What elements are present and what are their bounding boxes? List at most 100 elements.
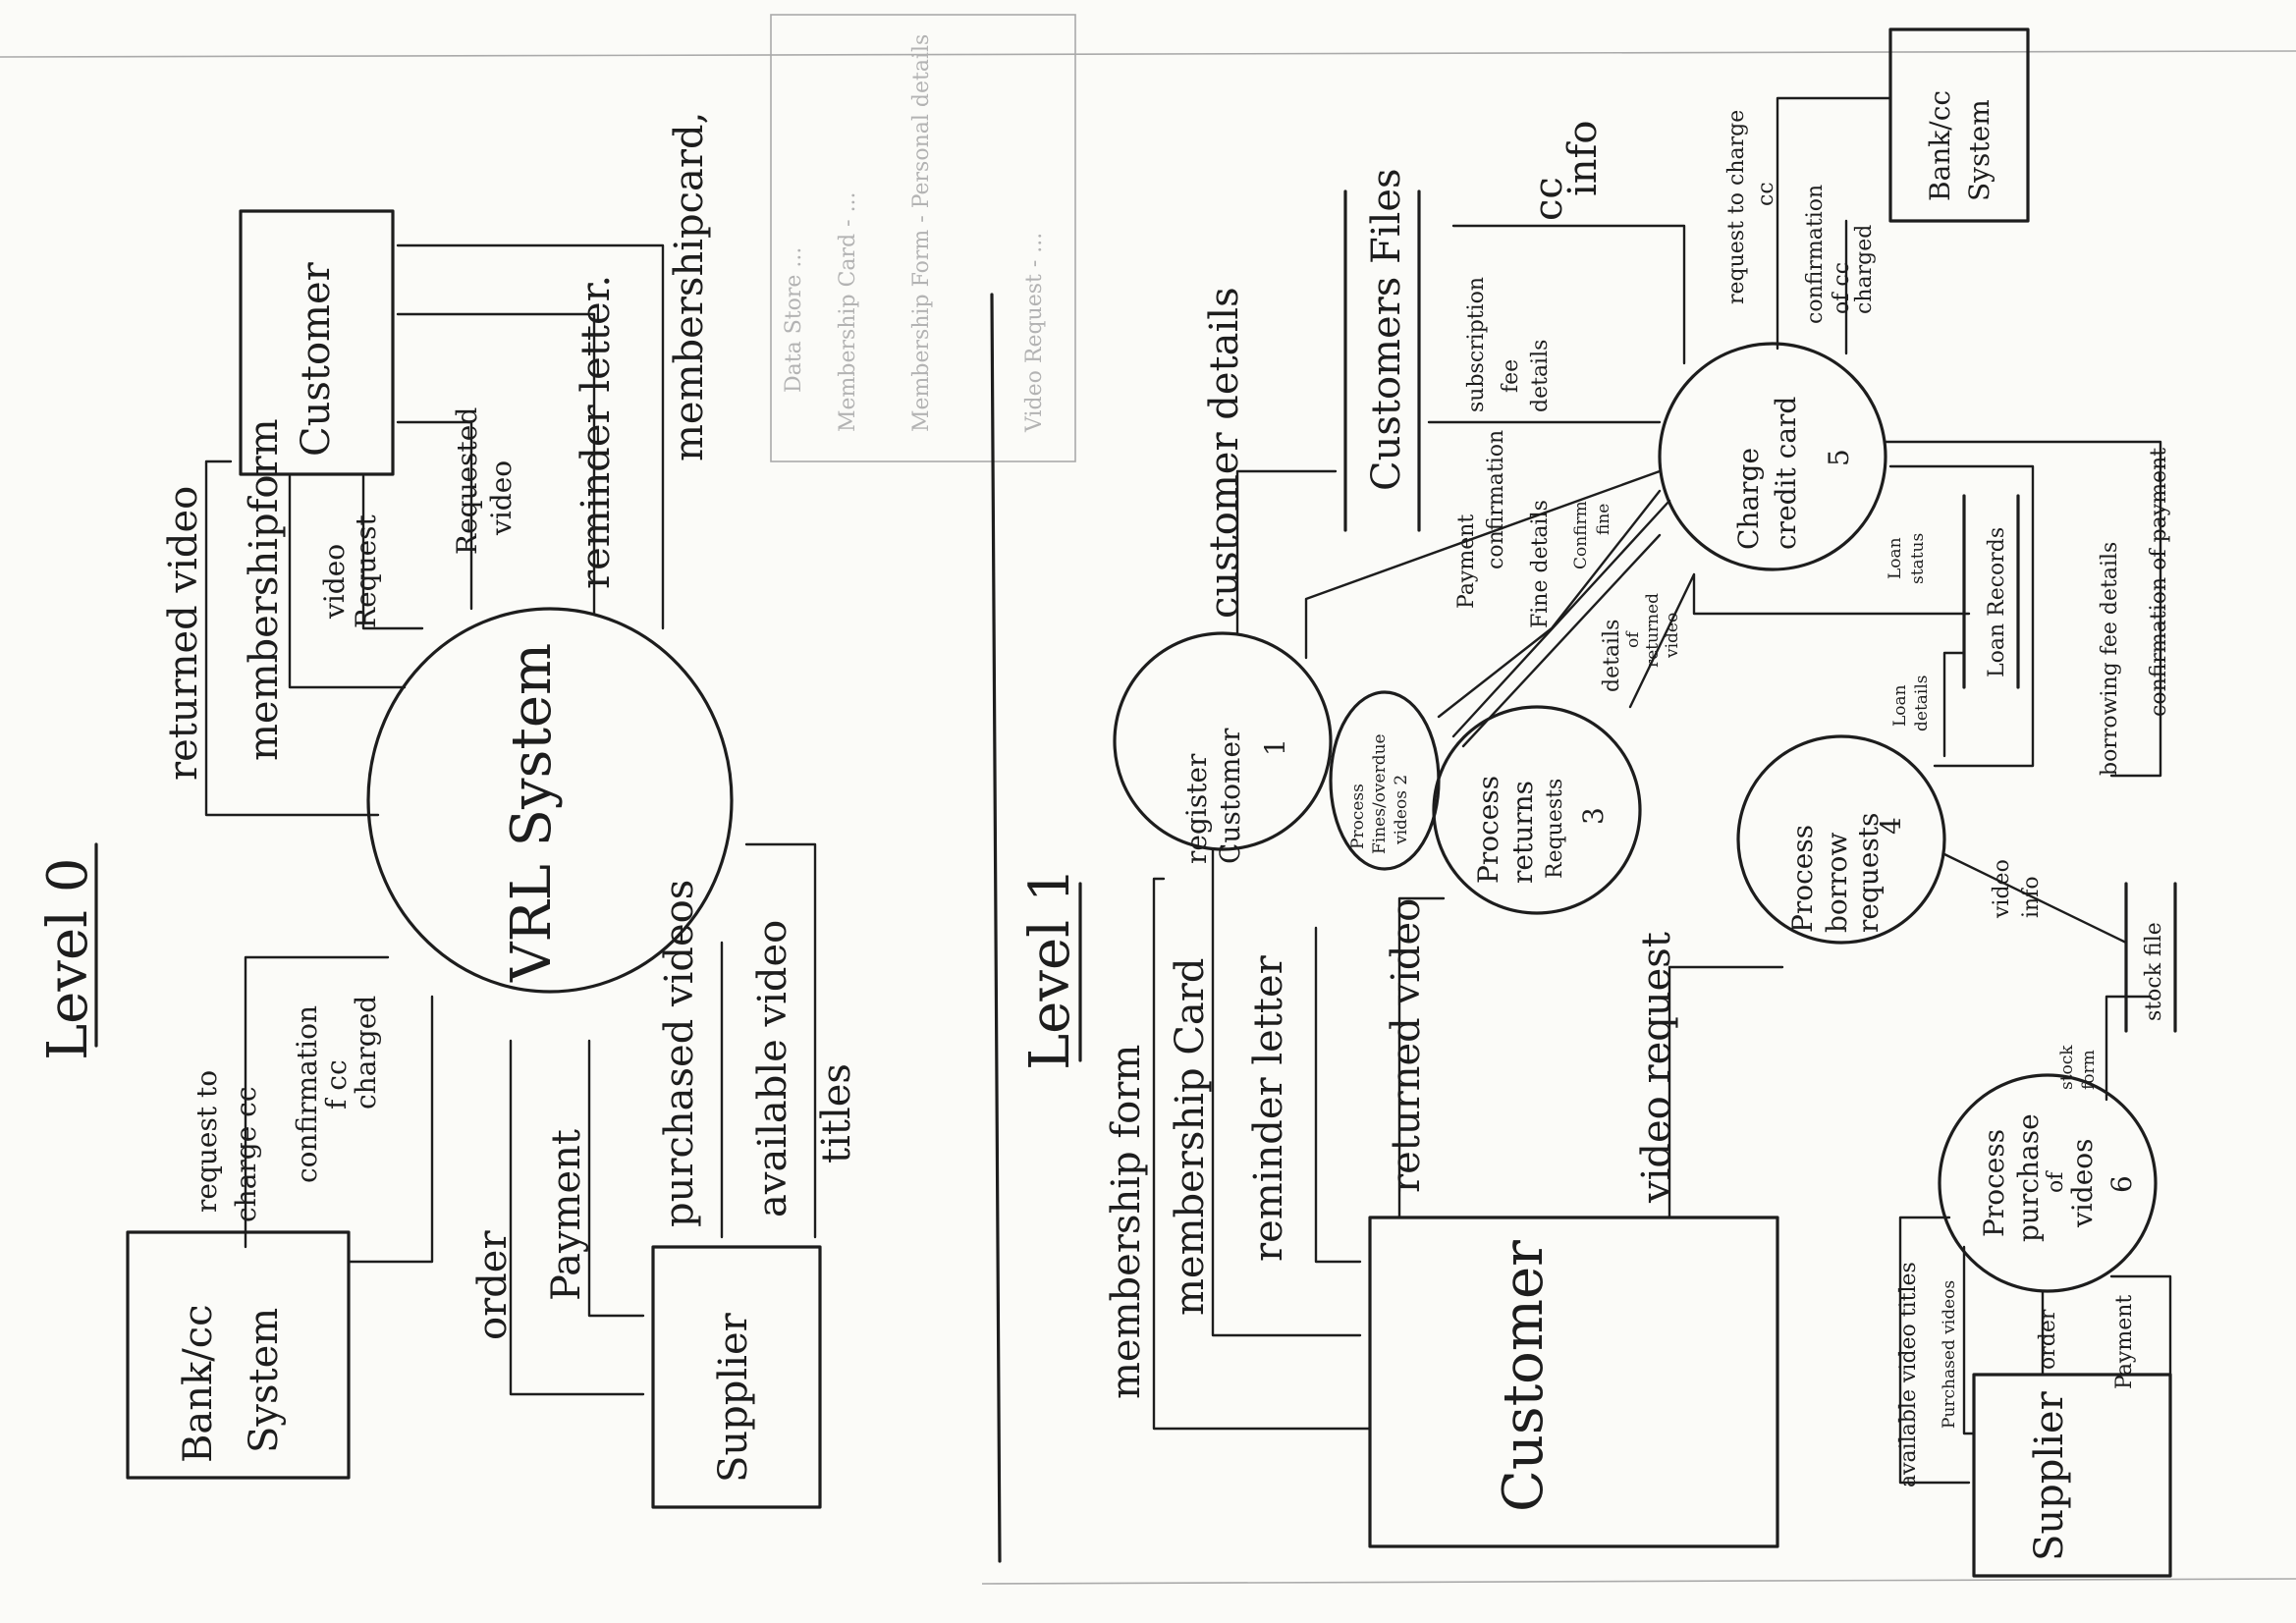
process-2-l1: Process xyxy=(1348,784,1368,849)
flow-l1-membership-card xyxy=(1211,847,1362,1337)
flow-l1-loan-status xyxy=(1628,572,1971,709)
flow-l1-subscription-l1: subscription xyxy=(1464,277,1489,412)
note-2: Membership Card - ... xyxy=(836,191,860,432)
flow-available-titles-l2: titles xyxy=(814,1063,859,1163)
level1-diagram: Level 1 register Customer 1 Process Fine… xyxy=(1018,27,2177,1578)
process-1-l3: 1 xyxy=(1259,738,1291,756)
process-3-l3: Requests xyxy=(1543,779,1567,879)
flow-order-label: order xyxy=(470,1230,516,1340)
flow-payment-label: Payment xyxy=(544,1129,589,1301)
supplier-entity-label: Supplier xyxy=(711,1312,756,1483)
flow-l1-purchased-videos-label: Purchased videos xyxy=(1940,1280,1959,1429)
flow-l1-video-info xyxy=(1942,852,2128,945)
flow-l1-request-charge-l2: cc xyxy=(1754,182,1778,206)
flow-reminder-letter xyxy=(396,312,596,616)
flow-l1-reminder-letter-label: reminder letter xyxy=(1246,954,1291,1262)
flow-membership-form-label: membershipform xyxy=(242,418,287,761)
level1-title: Level 1 xyxy=(1018,868,1082,1070)
flow-order xyxy=(509,1039,645,1396)
flow-request-charge-l1: request to xyxy=(191,1070,223,1213)
flow-confirmation-l1: confirmation xyxy=(291,1005,323,1183)
process-4 xyxy=(1736,734,1946,945)
flow-request-charge xyxy=(244,955,390,1249)
flow-l1-returned-video xyxy=(1397,896,1446,1219)
flow-requested-video xyxy=(396,420,473,611)
process-5 xyxy=(1658,342,1887,571)
flow-membership-card xyxy=(396,243,665,630)
flow-l1-borrowing-fee xyxy=(1888,464,2035,768)
flow-l1-subscription-l2: fee xyxy=(1499,359,1523,393)
process-6-l2: purchase xyxy=(2012,1113,2045,1242)
flow-video-request-l1: video xyxy=(318,544,351,620)
process-6-l1: Process xyxy=(1978,1129,2010,1237)
flow-l1-membership-card-label: membership Card xyxy=(1168,957,1213,1316)
process-4-l1: Process xyxy=(1786,825,1819,933)
flow-l1-fine-details-label: Fine details xyxy=(1528,500,1553,628)
flow-confirmation-l2: f cc xyxy=(320,1059,353,1109)
flow-l1-purchased-videos xyxy=(1962,1245,1976,1435)
supplier-entity-l1 xyxy=(1972,1373,2172,1578)
flow-l1-loan-details xyxy=(1942,651,1966,758)
flow-l1-membership-form-label: membership form xyxy=(1104,1045,1149,1399)
process-6-l4: videos xyxy=(2066,1139,2099,1229)
bank-entity-line1: Bank/cc xyxy=(176,1304,221,1463)
flow-l1-confirmation-payment-label: confirmation of payment xyxy=(2147,448,2171,717)
flow-l1-loan-status-l2: status xyxy=(1908,533,1928,584)
flow-l1-video-request-label: video request xyxy=(1634,932,1679,1204)
flow-l1-returned-details-l1: details xyxy=(1600,620,1624,692)
process-5-l2: credit card xyxy=(1770,397,1802,550)
bank-entity-l1 xyxy=(1888,27,2030,223)
supplier-entity xyxy=(651,1245,822,1509)
flow-video-request xyxy=(361,474,424,630)
flow-membership-form xyxy=(288,474,407,689)
flow-l1-confirm-fine xyxy=(1451,499,1671,738)
flow-l1-stock-form-l2: form xyxy=(2079,1050,2099,1090)
flow-l1-returned-video-label: returned video xyxy=(1384,898,1429,1193)
flow-l1-confirm-fine-l2: fine xyxy=(1594,504,1613,535)
vrl-system-process xyxy=(366,607,734,994)
flow-l1-cc-info-l1: cc xyxy=(1526,177,1571,221)
process-3 xyxy=(1432,705,1642,915)
flow-l1-reminder-letter xyxy=(1314,926,1362,1264)
note-1: Data Store ... xyxy=(782,247,806,393)
process-6-l5: 6 xyxy=(2105,1175,2138,1193)
process-3-l2: returns xyxy=(1506,781,1539,884)
faint-notes-box xyxy=(770,14,1076,462)
flow-returned-video xyxy=(204,460,380,817)
flow-l1-loan-details-l2: details xyxy=(1912,675,1932,731)
process-2-l2: Fines/overdue xyxy=(1370,733,1390,854)
process-4-l4: 4 xyxy=(1875,817,1907,835)
bank-entity-l1-line1: Bank/cc xyxy=(1924,90,1956,201)
flow-l1-confirmation-payment xyxy=(1884,440,2162,778)
flow-l1-returned-details xyxy=(1461,533,1662,748)
process-1 xyxy=(1113,631,1333,851)
flow-returned-video-label: returned video xyxy=(161,486,206,781)
process-5-l3: 5 xyxy=(1823,449,1855,466)
flow-l1-request-charge xyxy=(1776,96,1892,351)
flow-membership-card-label: membershipcard, xyxy=(667,112,712,461)
flow-l1-customer-details xyxy=(1235,469,1338,635)
flow-l1-cc-info xyxy=(1451,224,1686,365)
flow-purchased-videos-label: purchased videos xyxy=(657,880,702,1227)
vrl-system-label: VRL System xyxy=(500,643,564,983)
note-4: Video Request - ... xyxy=(1022,233,1047,433)
process-5-l1: Charge xyxy=(1732,448,1765,550)
process-1-l2: Customer xyxy=(1214,728,1246,864)
bank-entity-l1-line2: System xyxy=(1963,99,1995,201)
store-loan-records-label: Loan Records xyxy=(1985,527,2009,677)
flow-l1-confirmation-charged-l2: of cc xyxy=(1830,262,1854,314)
flow-available-titles xyxy=(744,842,817,1239)
flow-l1-video-request xyxy=(1667,965,1784,1219)
flow-l1-payment xyxy=(2109,1274,2172,1416)
flow-l1-confirmation-charged-l3: charged xyxy=(1852,225,1877,314)
flow-confirmation-cc xyxy=(347,995,434,1264)
flow-l1-returned-details-l2: of xyxy=(1623,630,1643,648)
process-6 xyxy=(1938,1073,2158,1293)
flow-l1-request-charge-l1: request to charge xyxy=(1724,110,1749,304)
flow-l1-loan-details-l1: Loan xyxy=(1890,684,1910,727)
flow-l1-returned-details-l4: video xyxy=(1663,613,1682,659)
flow-l1-payment-conf-l2: confirmation xyxy=(1484,430,1508,569)
process-4-l3: requests xyxy=(1852,813,1885,933)
flow-l1-confirm-fine-l1: Confirm xyxy=(1571,501,1591,569)
customer-entity xyxy=(239,209,395,476)
